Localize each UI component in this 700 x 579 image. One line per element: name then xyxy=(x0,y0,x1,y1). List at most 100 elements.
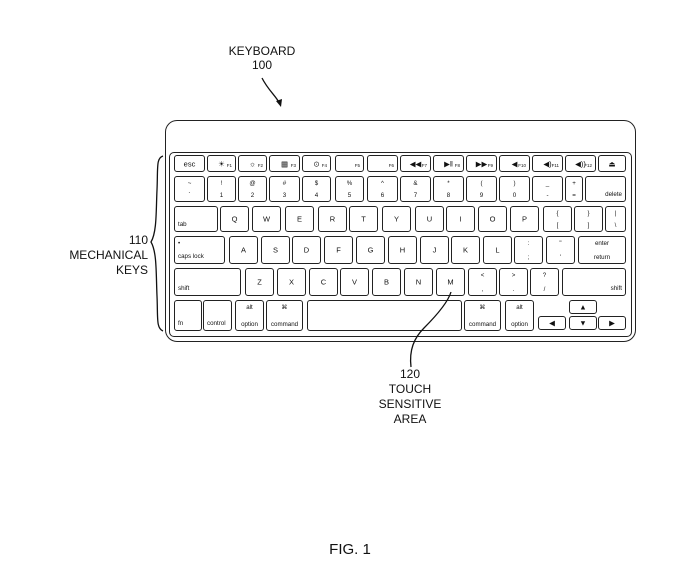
fn-row-key-3[interactable]: ▦F3 xyxy=(269,155,300,172)
num-row-key-10[interactable]: )0 xyxy=(499,176,530,202)
key-legend: [ xyxy=(556,222,559,229)
arrows-key-2[interactable]: ▼ xyxy=(569,316,597,330)
z-row-key-7[interactable]: M xyxy=(436,268,465,296)
arrows-key-3[interactable]: ▶ xyxy=(598,316,626,330)
key-legend: ◀ xyxy=(549,318,555,328)
z-row-key-4[interactable]: V xyxy=(340,268,369,296)
q-row-key-0[interactable]: tab xyxy=(174,206,218,232)
key-legend: < xyxy=(480,272,485,279)
q-row-key-9[interactable]: O xyxy=(478,206,507,232)
key-legend: F3 xyxy=(290,163,296,168)
z-row-key-1[interactable]: Z xyxy=(245,268,274,296)
key-legend: ◀)) xyxy=(575,159,586,168)
bottom-row-key-3[interactable]: ⌘command xyxy=(266,300,303,331)
q-row-key-6[interactable]: Y xyxy=(382,206,411,232)
q-row-key-5[interactable]: T xyxy=(349,206,378,232)
z-row-key-5[interactable]: B xyxy=(372,268,401,296)
z-row-key-9[interactable]: >. xyxy=(499,268,528,296)
num-row-key-11[interactable]: _- xyxy=(532,176,563,202)
num-row-key-3[interactable]: #3 xyxy=(269,176,300,202)
num-row-key-9[interactable]: (9 xyxy=(466,176,497,202)
key-legend: F2 xyxy=(257,163,263,168)
num-row-key-5[interactable]: %5 xyxy=(335,176,364,202)
keyboard-ref-number: 100 xyxy=(251,58,273,72)
fn-row-key-12[interactable]: ◀))F12 xyxy=(565,155,596,172)
q-row-key-2[interactable]: W xyxy=(252,206,281,232)
a-row-key-5[interactable]: G xyxy=(356,236,385,264)
fn-row-key-2[interactable]: ☼F2 xyxy=(238,155,267,172)
num-row-key-4[interactable]: $4 xyxy=(302,176,331,202)
q-row-key-10[interactable]: P xyxy=(510,206,539,232)
key-legend: 8 xyxy=(446,192,451,199)
num-row-key-2[interactable]: @2 xyxy=(238,176,267,202)
fn-row-key-7[interactable]: ◀◀F7 xyxy=(400,155,431,172)
key-legend: F1 xyxy=(226,163,232,168)
z-row-key-10[interactable]: ?/ xyxy=(530,268,559,296)
z-row-key-2[interactable]: X xyxy=(277,268,306,296)
arrows-key-1[interactable]: ◀ xyxy=(538,316,566,330)
a-row-key-11[interactable]: "' xyxy=(546,236,575,264)
z-row-key-3[interactable]: C xyxy=(309,268,338,296)
key-legend: J xyxy=(432,245,437,255)
fn-row-key-1[interactable]: ☀F1 xyxy=(207,155,236,172)
a-row-key-0[interactable]: caps lock• xyxy=(174,236,225,264)
bottom-row-key-1[interactable]: control xyxy=(203,300,232,331)
num-row-key-0[interactable]: ~` xyxy=(174,176,205,202)
a-row-key-4[interactable]: F xyxy=(324,236,353,264)
q-row-key-1[interactable]: Q xyxy=(220,206,249,232)
key-legend: : xyxy=(527,240,530,247)
key-legend: U xyxy=(426,214,433,224)
key-legend: ~ xyxy=(187,180,192,187)
key-legend: ◀) xyxy=(543,159,552,168)
q-row-key-11[interactable]: {[ xyxy=(543,206,572,232)
a-row-key-10[interactable]: :; xyxy=(514,236,543,264)
fn-row-key-8[interactable]: ▶‖F8 xyxy=(433,155,464,172)
key-legend: F9 xyxy=(487,163,493,168)
q-row-key-3[interactable]: E xyxy=(285,206,314,232)
a-row-key-8[interactable]: K xyxy=(451,236,480,264)
num-row-key-1[interactable]: !1 xyxy=(207,176,236,202)
q-row-key-12[interactable]: }] xyxy=(574,206,603,232)
key-legend: " xyxy=(559,240,562,247)
q-row-key-4[interactable]: R xyxy=(318,206,347,232)
z-row-key-11[interactable]: shift xyxy=(562,268,626,296)
q-row-key-7[interactable]: U xyxy=(415,206,444,232)
key-legend: caps lock xyxy=(178,253,204,260)
a-row-key-1[interactable]: A xyxy=(229,236,258,264)
fn-row-key-9[interactable]: ▶▶F9 xyxy=(466,155,497,172)
fn-row-key-11[interactable]: ◀)F11 xyxy=(532,155,563,172)
fn-row-key-4[interactable]: ⊙F4 xyxy=(302,155,331,172)
a-row-key-3[interactable]: D xyxy=(292,236,321,264)
num-row-key-7[interactable]: &7 xyxy=(400,176,431,202)
q-row-key-13[interactable]: |\ xyxy=(605,206,626,232)
key-legend: X xyxy=(288,277,294,287)
fn-row-key-10[interactable]: ◀F10 xyxy=(499,155,530,172)
num-row-key-6[interactable]: ^6 xyxy=(367,176,398,202)
a-row-key-6[interactable]: H xyxy=(388,236,417,264)
fn-row-key-5[interactable]: F5 xyxy=(335,155,364,172)
z-row-key-6[interactable]: N xyxy=(404,268,433,296)
arrows-key-0[interactable]: ▲ xyxy=(569,300,597,314)
bottom-row-key-5[interactable]: ⌘command xyxy=(464,300,501,331)
bottom-row-key-0[interactable]: fn xyxy=(174,300,202,331)
key-legend: F6 xyxy=(388,163,394,168)
fn-row-key-0[interactable]: esc xyxy=(174,155,205,172)
a-row-key-2[interactable]: S xyxy=(261,236,290,264)
num-row-key-13[interactable]: delete xyxy=(585,176,626,202)
z-row-key-8[interactable]: <, xyxy=(468,268,497,296)
fn-row-key-13[interactable]: ⏏ xyxy=(598,155,626,172)
key-legend: ^ xyxy=(381,180,384,187)
key-legend: 3 xyxy=(282,192,287,199)
a-row-key-7[interactable]: J xyxy=(420,236,449,264)
fn-row-key-6[interactable]: F6 xyxy=(367,155,398,172)
q-row-key-8[interactable]: I xyxy=(446,206,475,232)
num-row-key-8[interactable]: *8 xyxy=(433,176,464,202)
key-legend: F5 xyxy=(354,163,360,168)
num-row-key-12[interactable]: += xyxy=(565,176,583,202)
z-row-key-0[interactable]: shift xyxy=(174,268,241,296)
key-legend: 2 xyxy=(250,192,255,199)
a-row-key-9[interactable]: L xyxy=(483,236,512,264)
